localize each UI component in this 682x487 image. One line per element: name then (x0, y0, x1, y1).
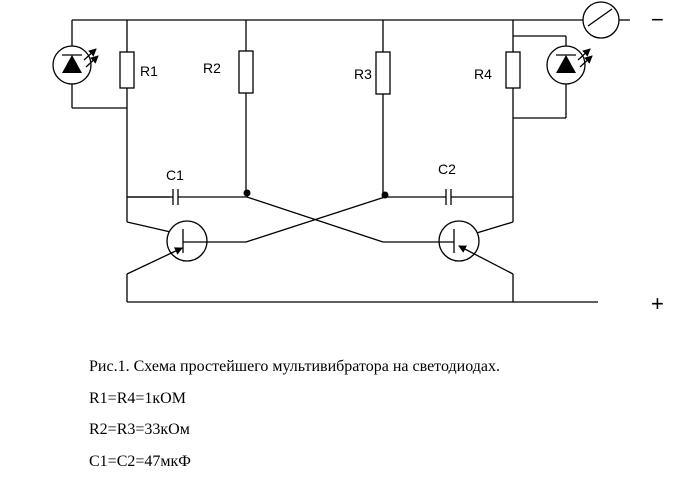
label-r1: R1 (140, 63, 158, 79)
caption-title: Рис.1. Схема простейшего мультивибратора… (89, 358, 500, 375)
figure-caption: Рис.1. Схема простейшего мультивибратора… (89, 351, 500, 477)
label-c2: C2 (438, 161, 456, 177)
label-r4: R4 (474, 66, 492, 82)
led-2 (513, 35, 593, 119)
label-c1: C1 (166, 167, 184, 183)
transistor-1 (126, 220, 246, 275)
resistor-r2-branch (238, 20, 254, 197)
resistor-r1 (119, 51, 135, 89)
capacitor-c1 (127, 189, 248, 205)
cross-coupling-wires (245, 196, 386, 243)
caption-capacitors: C1=C2=47мкФ (89, 452, 191, 470)
caption-resistors-r1-r4: R1=R4=1кОМ (89, 389, 186, 407)
transistor-2 (383, 220, 514, 275)
resistor-r4 (505, 51, 521, 89)
terminal-plus: + (651, 291, 664, 316)
caption-resistors-r2-r3: R2=R3=33кОм (89, 421, 190, 438)
label-r3: R3 (354, 66, 372, 82)
capacitor-c2 (385, 189, 513, 205)
label-r2: R2 (203, 60, 221, 76)
led-1 (52, 19, 127, 109)
power-switch (582, 1, 620, 39)
resistor-r3-branch (375, 20, 391, 199)
terminal-minus: − (651, 7, 664, 32)
